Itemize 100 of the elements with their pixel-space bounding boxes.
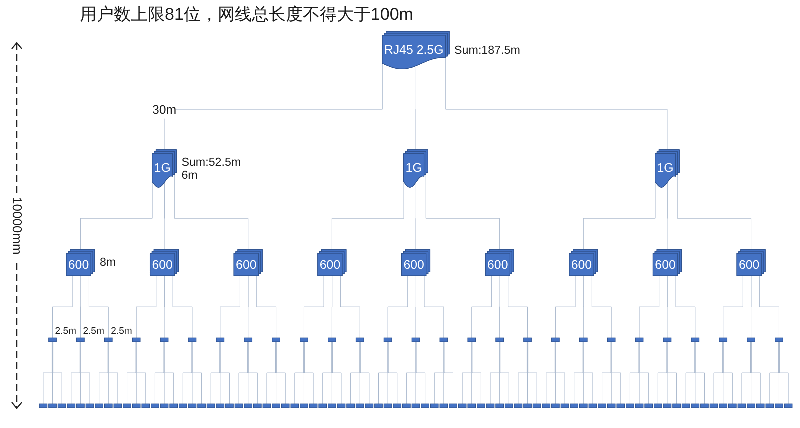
node-box [728,404,737,408]
connector [332,342,342,404]
connector [99,342,108,404]
connector [388,342,398,404]
connector [322,342,332,404]
connector [667,182,668,250]
title: 用户数上限81位，网线总长度不得大于100m [80,4,414,26]
node-box [719,338,728,342]
node-box [514,404,523,408]
node-box [644,404,654,408]
node-box [76,404,85,408]
connector [109,342,118,404]
node-box [524,404,532,408]
node-box [412,338,420,342]
node-box [682,404,690,408]
node-box [244,404,253,408]
connector [667,342,668,404]
node-box [570,404,578,408]
node-box [766,404,774,408]
connector [136,342,137,404]
connector [136,342,146,404]
connector [779,342,780,404]
node-box [552,338,560,342]
node-box [123,404,132,408]
connector [182,342,192,404]
node-box [663,338,672,342]
connector [304,342,314,404]
connector [686,342,696,404]
node-box [449,404,458,408]
length-label: Sum:52.5m [182,156,242,169]
connector [490,342,500,404]
connector [658,342,668,404]
connector [378,342,388,404]
length-label: 2.5m [55,326,77,338]
connector [770,342,779,404]
node-box [458,404,467,408]
connector [350,342,360,404]
node-box [552,404,560,408]
node-box [430,404,439,408]
node-box [691,404,700,408]
node-box [328,338,336,342]
connector [164,342,165,404]
connector [556,342,566,404]
node-box [337,404,346,408]
length-label: Sum:187.5m [454,44,520,57]
connector [174,174,249,250]
node-box [206,404,216,408]
connector [220,342,230,404]
node-box [86,404,94,408]
connector [360,342,370,404]
node-box [747,338,756,342]
connector [546,342,556,404]
node-box [626,404,634,408]
node-box [356,404,364,408]
connector [639,342,640,404]
connector [136,276,157,338]
node-box [198,404,206,408]
node-box [104,338,113,342]
connector [508,276,528,338]
connector [164,182,165,250]
connector [584,342,594,404]
connector [592,276,612,338]
node-box [365,404,374,408]
connector [583,342,584,404]
length-label: 6m [182,168,198,182]
connector [53,342,62,404]
node-box [635,338,644,342]
connector [676,276,696,338]
node-box [58,404,66,408]
node-box [328,404,336,408]
connector [238,342,248,404]
connector [751,342,752,404]
node-box [784,404,793,408]
node-box [356,338,364,342]
node-box [710,404,718,408]
connector [426,174,500,250]
node-box [384,338,392,342]
connector [81,342,90,404]
edge-label: 30m [152,102,177,117]
node-box [588,404,598,408]
node-box [440,338,448,342]
length-label: 2.5m [111,326,132,338]
node-box [579,404,588,408]
connector [760,276,780,338]
node-box [496,404,504,408]
connector [294,342,304,404]
connector [695,342,696,404]
connector [472,342,482,404]
node-box [616,404,626,408]
connector [256,276,276,338]
connector [724,342,733,404]
connector [127,342,136,404]
node-box [719,404,728,408]
connector [742,342,751,404]
connector [528,342,538,404]
node-box [234,404,244,408]
node-box [496,338,504,342]
node-box [598,404,606,408]
node-box [48,338,57,342]
node-box [542,404,551,408]
